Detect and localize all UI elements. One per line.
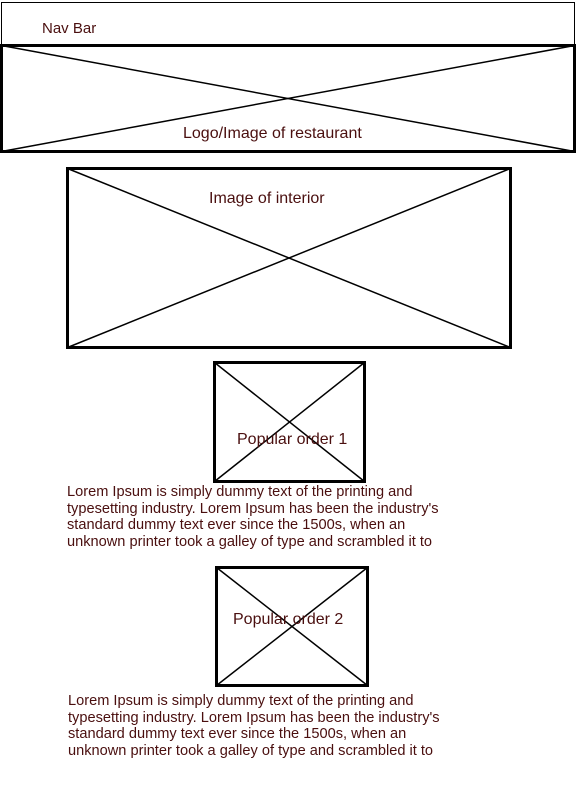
description-line: Lorem Ipsum is simply dummy text of the … [67, 484, 413, 500]
nav-bar-label: Nav Bar [42, 20, 97, 37]
description-line: unknown printer took a galley of type an… [67, 533, 433, 550]
placeholder-cross [213, 361, 366, 483]
logo-image-placeholder [0, 44, 576, 153]
placeholder-cross [66, 167, 512, 349]
placeholder-cross [0, 44, 576, 153]
description-line: standard dummy text ever since the 1500s… [68, 726, 407, 742]
popular-order-1-description: Lorem Ipsum is simply dummy text of the … [67, 484, 439, 550]
popular-order-1-label: Popular order 1 [237, 431, 348, 448]
nav-bar [1, 2, 575, 46]
description-line: standard dummy text ever since the 1500s… [67, 517, 406, 533]
description-line: Lorem Ipsum is simply dummy text of the … [68, 693, 414, 709]
popular-order-2-description: Lorem Ipsum is simply dummy text of the … [68, 693, 440, 759]
interior-image-label: Image of interior [209, 190, 325, 207]
popular-order-2-label: Popular order 2 [233, 611, 344, 628]
description-line: typesetting industry. Lorem Ipsum has be… [68, 709, 440, 726]
description-line: typesetting industry. Lorem Ipsum has be… [67, 500, 439, 517]
interior-image-placeholder [66, 167, 512, 349]
popular-order-1-image [213, 361, 366, 483]
logo-image-label: Logo/Image of restaurant [183, 125, 362, 142]
popular-order-2-image [215, 566, 369, 687]
description-line: unknown printer took a galley of type an… [68, 742, 434, 759]
placeholder-cross [215, 566, 369, 687]
